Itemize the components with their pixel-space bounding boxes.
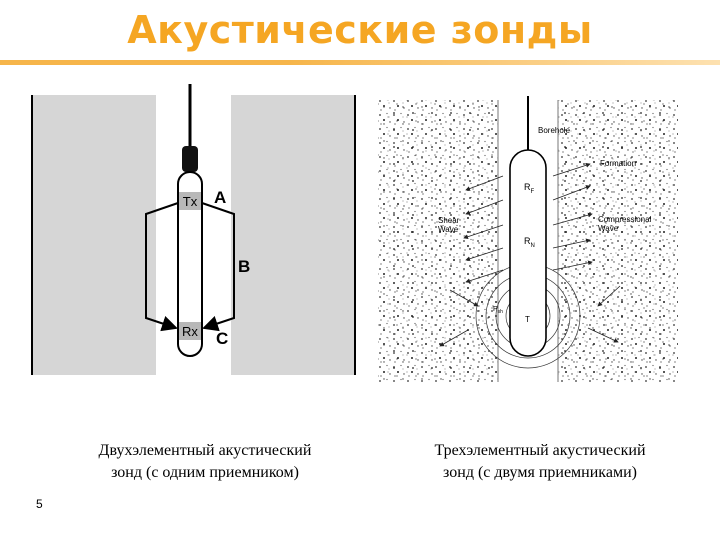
right-caption: Трехэлементный акустический зонд (с двум… (385, 440, 695, 484)
compressional-label-1: Compressional (598, 215, 652, 224)
point-c-label: C (216, 329, 228, 348)
transmitter-block (179, 192, 201, 210)
transmitter-t-label: T (525, 315, 530, 324)
shear-point-label: Psh (493, 306, 503, 315)
shear-label-1: Shear (438, 216, 460, 225)
cable-head (182, 146, 198, 172)
title-underline (0, 60, 720, 65)
wave-arrows (439, 162, 621, 347)
left-formation-wall (32, 95, 156, 375)
page-number: 5 (36, 497, 43, 511)
compressional-label-2: Wave (598, 224, 619, 233)
receiver-block (179, 322, 201, 340)
receiver-label: Rx (182, 324, 198, 339)
left-caption-line-1: Двухэлементный акустический (98, 442, 312, 459)
ray-left (145, 202, 179, 332)
left-caption: Двухэлементный акустический зонд (с одни… (40, 440, 370, 484)
three-element-probe-diagram: Borehole Formation Compressional Wave Sh… (378, 96, 678, 382)
point-a-label: A (214, 188, 226, 207)
two-element-probe-diagram: Tx Rx A B C (31, 84, 356, 375)
sonde-body (509, 149, 547, 357)
left-caption-line-2: зонд (с одним приемником) (111, 464, 299, 481)
receiver-far-label: RF (524, 182, 535, 195)
right-caption-line-1: Трехэлементный акустический (434, 442, 646, 459)
right-caption-line-2: зонд (с двумя приемниками) (443, 464, 637, 481)
borehole-label: Borehole (538, 126, 571, 135)
shear-label-2: Wave (438, 225, 459, 234)
ray-right (201, 202, 235, 332)
slide-title: Акустические зонды (127, 8, 593, 52)
probe-body (177, 171, 203, 357)
formation-label: Formation (600, 159, 636, 168)
receiver-near-label: RN (524, 236, 535, 249)
transmitter-label: Tx (183, 194, 198, 209)
point-b-label: B (238, 257, 250, 276)
right-formation-wall (231, 95, 355, 375)
